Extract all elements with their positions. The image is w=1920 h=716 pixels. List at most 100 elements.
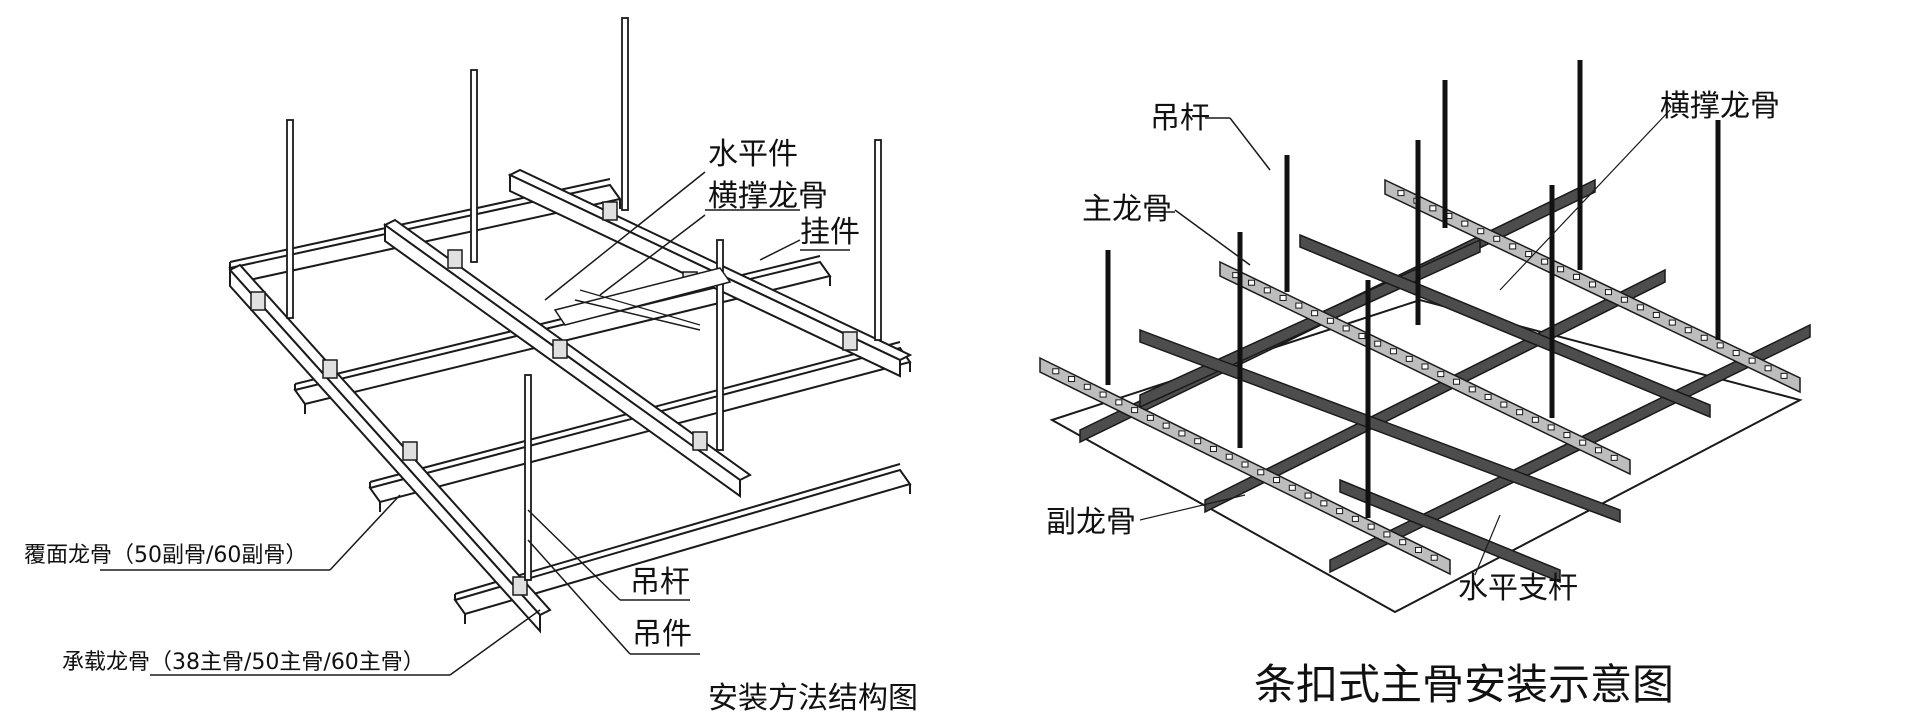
horizontal-support-1 (1139, 328, 1621, 524)
main-channel-3-notch-22 (1732, 350, 1740, 357)
cross-brace (553, 267, 732, 326)
main-channel-2-notch-8 (1342, 325, 1350, 332)
main-channel-2-notch-3 (1263, 287, 1271, 294)
leader-fulonggu (1139, 494, 1246, 521)
main-channel-2-notch-20 (1531, 416, 1539, 423)
leader-chengzai (449, 609, 541, 676)
main-channel-2-notch-16 (1468, 386, 1476, 393)
cross-brace-detail-2 (579, 289, 701, 326)
main-channel-1-notch-8 (1162, 422, 1170, 429)
main-channel-3-notch-19 (1684, 327, 1692, 334)
main-channel-2-notch-23 (1579, 439, 1587, 446)
leader-shuipingjian (544, 171, 706, 301)
left-ceiling-grid-diagram (100, 17, 913, 676)
main-channel-1-notch-17 (1304, 492, 1312, 499)
main-channel-1-notch-18 (1320, 500, 1328, 507)
leader-guajian (759, 239, 801, 261)
main-channel-3-notch-5 (1461, 220, 1469, 227)
main-channel-1-notch-1 (1052, 368, 1060, 375)
main-channel-3-notch-24 (1764, 365, 1772, 372)
main-channel-1-notch-25 (1430, 554, 1438, 561)
main-channel-1-notch-24 (1414, 546, 1422, 553)
leader-shuipingzhigan (1474, 514, 1501, 576)
main-channel-3-notch-12 (1573, 273, 1581, 280)
hanger-rod-left-1 (286, 119, 294, 319)
main-channel-1-notch-6 (1131, 407, 1139, 414)
hanger-clip-2 (322, 359, 338, 379)
label-fulonggu: 副龙骨 (1046, 505, 1136, 540)
label-zhulonggu: 主龙骨 (1082, 192, 1172, 227)
hanger-rod-left-6 (524, 374, 532, 581)
hanger-clip-8 (602, 201, 618, 221)
horizontal-support-3 (1339, 478, 1561, 584)
main-channel-1-notch-14 (1257, 469, 1265, 476)
right-diagram-title: 条扣式主骨安装示意图 (1254, 660, 1675, 709)
main-channel-2-notch-17 (1484, 393, 1492, 400)
main-channel-2-notch-13 (1421, 363, 1429, 370)
main-channel-2-notch-15 (1453, 378, 1461, 385)
main-channel-1-notch-4 (1099, 391, 1107, 398)
label-shuipingjian: 水平件 (708, 137, 798, 172)
main-channel-2-notch-21 (1547, 424, 1555, 431)
main-channel-3-notch-21 (1716, 342, 1724, 349)
hanger-rod-left-4 (716, 239, 724, 451)
main-channel-2-notch-22 (1563, 432, 1571, 439)
main-channel-1-notch-23 (1399, 539, 1407, 546)
main-channel-2-notch-24 (1594, 447, 1602, 454)
main-channel-3-notch-14 (1604, 289, 1612, 296)
label-shuipingzhigan: 水平支杆 (1458, 571, 1578, 606)
main-channel-2-notch-19 (1516, 409, 1524, 416)
main-channel-3-notch-16 (1636, 304, 1644, 311)
leader-zhulonggu (1174, 209, 1251, 266)
label-fumian-longgu: 覆面龙骨（50副骨/60副骨） (24, 543, 308, 568)
leader-diaogan-right (1229, 117, 1271, 171)
label-hengcheng-left: 横撑龙骨 (708, 179, 828, 214)
hanger-clip-5 (447, 249, 463, 269)
hanger-clip-10 (842, 331, 858, 351)
leader-hengcheng-left (599, 214, 706, 296)
main-channel-2-notch-7 (1326, 317, 1334, 324)
secondary-bar-3 (1329, 323, 1811, 574)
main-channel-1-notch-15 (1273, 477, 1281, 484)
main-channel-1-notch-22 (1383, 531, 1391, 538)
main-channel-3-notch-11 (1557, 266, 1565, 273)
main-channel-2-notch-14 (1437, 371, 1445, 378)
left-diagram-title: 安装方法结构图 (708, 681, 918, 716)
main-channel-3-notch-9 (1525, 251, 1533, 258)
main-channel-3-notch-15 (1620, 296, 1628, 303)
main-channel-3-notch-6 (1477, 228, 1485, 235)
label-guajian: 挂件 (800, 215, 860, 250)
label-hengcheng-right: 横撑龙骨 (1660, 89, 1780, 124)
main-channel-1-notch-21 (1367, 523, 1375, 530)
main-channel-2-notch-25 (1610, 454, 1618, 461)
hanger-rod-left-3 (621, 17, 629, 211)
main-channel-2-notch-12 (1405, 355, 1413, 362)
main-channel-1-notch-20 (1351, 515, 1359, 522)
main-channel-2-notch-2 (1248, 279, 1256, 286)
leader-diaojian (527, 539, 631, 655)
label-diaogan-right: 吊杆 (1150, 101, 1210, 136)
hanger-clip-3 (402, 441, 418, 461)
main-channel-2-notch-6 (1311, 310, 1319, 317)
main-channel-1-notch-12 (1225, 453, 1233, 460)
main-channel-2-notch-4 (1279, 294, 1287, 301)
main-channel-2-notch-18 (1500, 401, 1508, 408)
cover-channel-2-side (384, 223, 741, 498)
main-channel-1-notch-9 (1178, 430, 1186, 437)
main-channel-1-notch-10 (1194, 438, 1202, 445)
main-channel-3-notch-1 (1397, 190, 1405, 197)
main-channel-1-notch-19 (1336, 508, 1344, 515)
main-channel-3-notch-18 (1668, 319, 1676, 326)
main-channel-1-notch-3 (1083, 383, 1091, 390)
label-diaojian: 吊件 (632, 617, 692, 652)
main-channel-1-notch-11 (1209, 445, 1217, 452)
leader-fumian (329, 494, 401, 571)
main-channel-2-notch-5 (1295, 302, 1303, 309)
main-channel-2-notch-9 (1358, 333, 1366, 340)
main-channel-1-notch-16 (1288, 484, 1296, 491)
hanger-rod-left-2 (470, 69, 478, 263)
main-channel-2-notch-11 (1389, 348, 1397, 355)
leader-diaogan (527, 509, 621, 601)
hanger-clip-7 (692, 431, 708, 451)
